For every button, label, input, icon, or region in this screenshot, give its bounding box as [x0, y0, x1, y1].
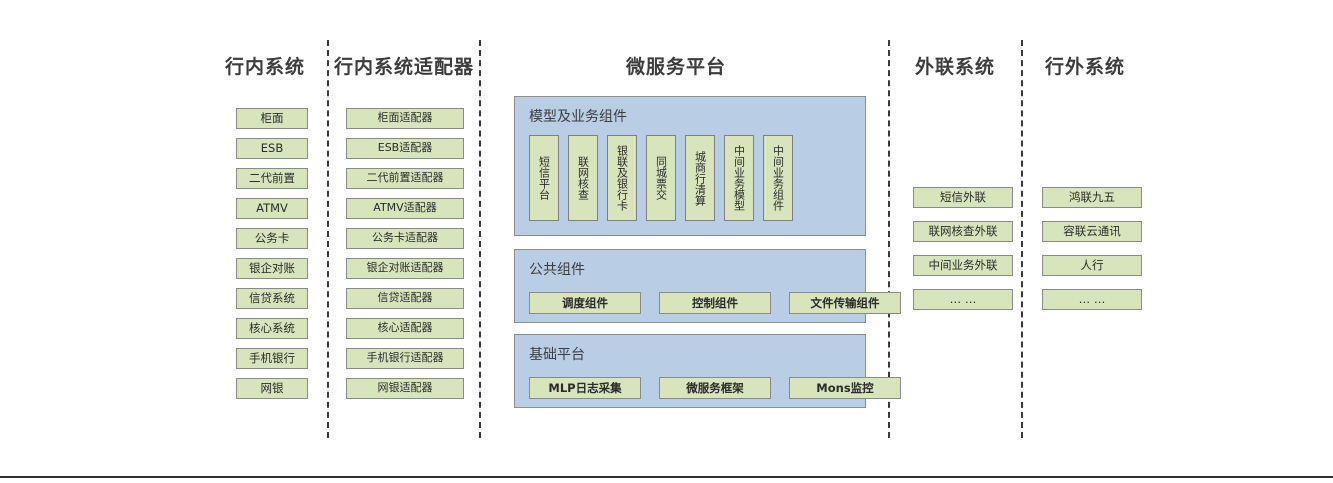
node-model-component[interactable]: 同城票交	[646, 135, 676, 221]
node-intra-bank-system[interactable]: 信贷系统	[236, 288, 308, 309]
column-title-intra-bank-adapters: 行内系统适配器	[333, 56, 474, 78]
node-model-component-label: 中间业务模型	[732, 145, 746, 211]
node-intra-bank-system[interactable]: ATMV	[236, 198, 308, 219]
node-public-component[interactable]: 文件传输组件	[789, 292, 901, 314]
column-title-microservice-platform: 微服务平台	[625, 56, 726, 78]
node-public-component[interactable]: 控制组件	[659, 292, 771, 314]
node-model-component[interactable]: 中间业务组件	[763, 135, 793, 221]
node-external-link-system[interactable]: 中间业务外联	[913, 255, 1013, 276]
node-base-platform-component[interactable]: Mons监控	[789, 377, 901, 399]
node-extra-bank-system[interactable]: 容联云通讯	[1042, 221, 1142, 242]
node-extra-bank-system-ellipsis[interactable]: … …	[1042, 289, 1142, 310]
node-external-link-system[interactable]: 短信外联	[913, 187, 1013, 208]
panel-public-components: 公共组件 调度组件 控制组件 文件传输组件	[514, 249, 901, 323]
node-intra-bank-adapter[interactable]: 柜面适配器	[346, 108, 464, 129]
node-intra-bank-adapter[interactable]: 银企对账适配器	[346, 258, 464, 279]
node-model-component-label: 城商行清算	[693, 150, 707, 206]
node-public-component[interactable]: 调度组件	[529, 292, 641, 314]
column-title-external-link-systems: 外联系统	[914, 56, 995, 78]
bottom-rule	[0, 476, 1333, 478]
column-list-extra-bank-systems: 鸿联九五 容联云通讯 人行 … …	[1042, 187, 1142, 319]
node-external-link-system-ellipsis[interactable]: … …	[913, 289, 1013, 310]
panel-base-platform: 基础平台 MLP日志采集 微服务框架 Mons监控	[514, 334, 901, 408]
node-intra-bank-adapter[interactable]: 公务卡适配器	[346, 228, 464, 249]
column-divider-3	[888, 40, 890, 438]
column-divider-4	[1021, 40, 1023, 438]
panel-label-model-and-business-components: 模型及业务组件	[529, 109, 627, 125]
node-intra-bank-adapter[interactable]: 核心适配器	[346, 318, 464, 339]
node-base-platform-component[interactable]: MLP日志采集	[529, 377, 641, 399]
panel-label-base-platform: 基础平台	[529, 347, 585, 363]
node-model-component-label: 短信平台	[537, 156, 551, 200]
node-model-component[interactable]: 银联及银行卡	[607, 135, 637, 221]
node-row-base-platform: MLP日志采集 微服务框架 Mons监控	[529, 377, 919, 399]
node-model-component[interactable]: 城商行清算	[685, 135, 715, 221]
node-intra-bank-system[interactable]: 二代前置	[236, 168, 308, 189]
node-row-public-components: 调度组件 控制组件 文件传输组件	[529, 292, 919, 314]
node-model-component[interactable]: 联网核查	[568, 135, 598, 221]
node-intra-bank-system[interactable]: 手机银行	[236, 348, 308, 369]
column-divider-1	[327, 40, 329, 438]
node-intra-bank-adapter[interactable]: 信贷适配器	[346, 288, 464, 309]
column-list-intra-bank-adapters: 柜面适配器 ESB适配器 二代前置适配器 ATMV适配器 公务卡适配器 银企对账…	[346, 108, 464, 408]
column-list-external-link-systems: 短信外联 联网核查外联 中间业务外联 … …	[913, 187, 1013, 319]
node-model-component-label: 联网核查	[576, 156, 590, 200]
node-intra-bank-adapter[interactable]: ESB适配器	[346, 138, 464, 159]
node-intra-bank-adapter[interactable]: 网银适配器	[346, 378, 464, 399]
node-intra-bank-system[interactable]: 网银	[236, 378, 308, 399]
node-intra-bank-adapter[interactable]: 手机银行适配器	[346, 348, 464, 369]
column-list-intra-bank-systems: 柜面 ESB 二代前置 ATMV 公务卡 银企对账 信贷系统 核心系统 手机银行…	[236, 108, 308, 408]
node-extra-bank-system[interactable]: 人行	[1042, 255, 1142, 276]
node-intra-bank-system[interactable]: 公务卡	[236, 228, 308, 249]
node-model-component-label: 中间业务组件	[771, 145, 785, 211]
node-model-component[interactable]: 短信平台	[529, 135, 559, 221]
node-external-link-system[interactable]: 联网核查外联	[913, 221, 1013, 242]
node-model-component-label: 银联及银行卡	[615, 145, 629, 211]
vertical-node-row-model-and-business-components: 短信平台 联网核查 银联及银行卡 同城票交 城商行清算 中间业务模型 中间业务组…	[529, 135, 802, 221]
node-model-component-label: 同城票交	[654, 156, 668, 200]
node-model-component[interactable]: 中间业务模型	[724, 135, 754, 221]
panel-model-and-business-components: 模型及业务组件 短信平台 联网核查 银联及银行卡 同城票交 城商行清算 中间业务…	[514, 96, 866, 236]
column-title-intra-bank-systems: 行内系统	[224, 56, 305, 78]
column-title-extra-bank-systems: 行外系统	[1044, 56, 1125, 78]
node-intra-bank-system[interactable]: 核心系统	[236, 318, 308, 339]
node-intra-bank-adapter[interactable]: 二代前置适配器	[346, 168, 464, 189]
node-intra-bank-adapter[interactable]: ATMV适配器	[346, 198, 464, 219]
node-base-platform-component[interactable]: 微服务框架	[659, 377, 771, 399]
column-divider-2	[479, 40, 481, 438]
node-intra-bank-system[interactable]: 柜面	[236, 108, 308, 129]
node-intra-bank-system[interactable]: 银企对账	[236, 258, 308, 279]
node-extra-bank-system[interactable]: 鸿联九五	[1042, 187, 1142, 208]
panel-label-public-components: 公共组件	[529, 262, 585, 278]
node-intra-bank-system[interactable]: ESB	[236, 138, 308, 159]
